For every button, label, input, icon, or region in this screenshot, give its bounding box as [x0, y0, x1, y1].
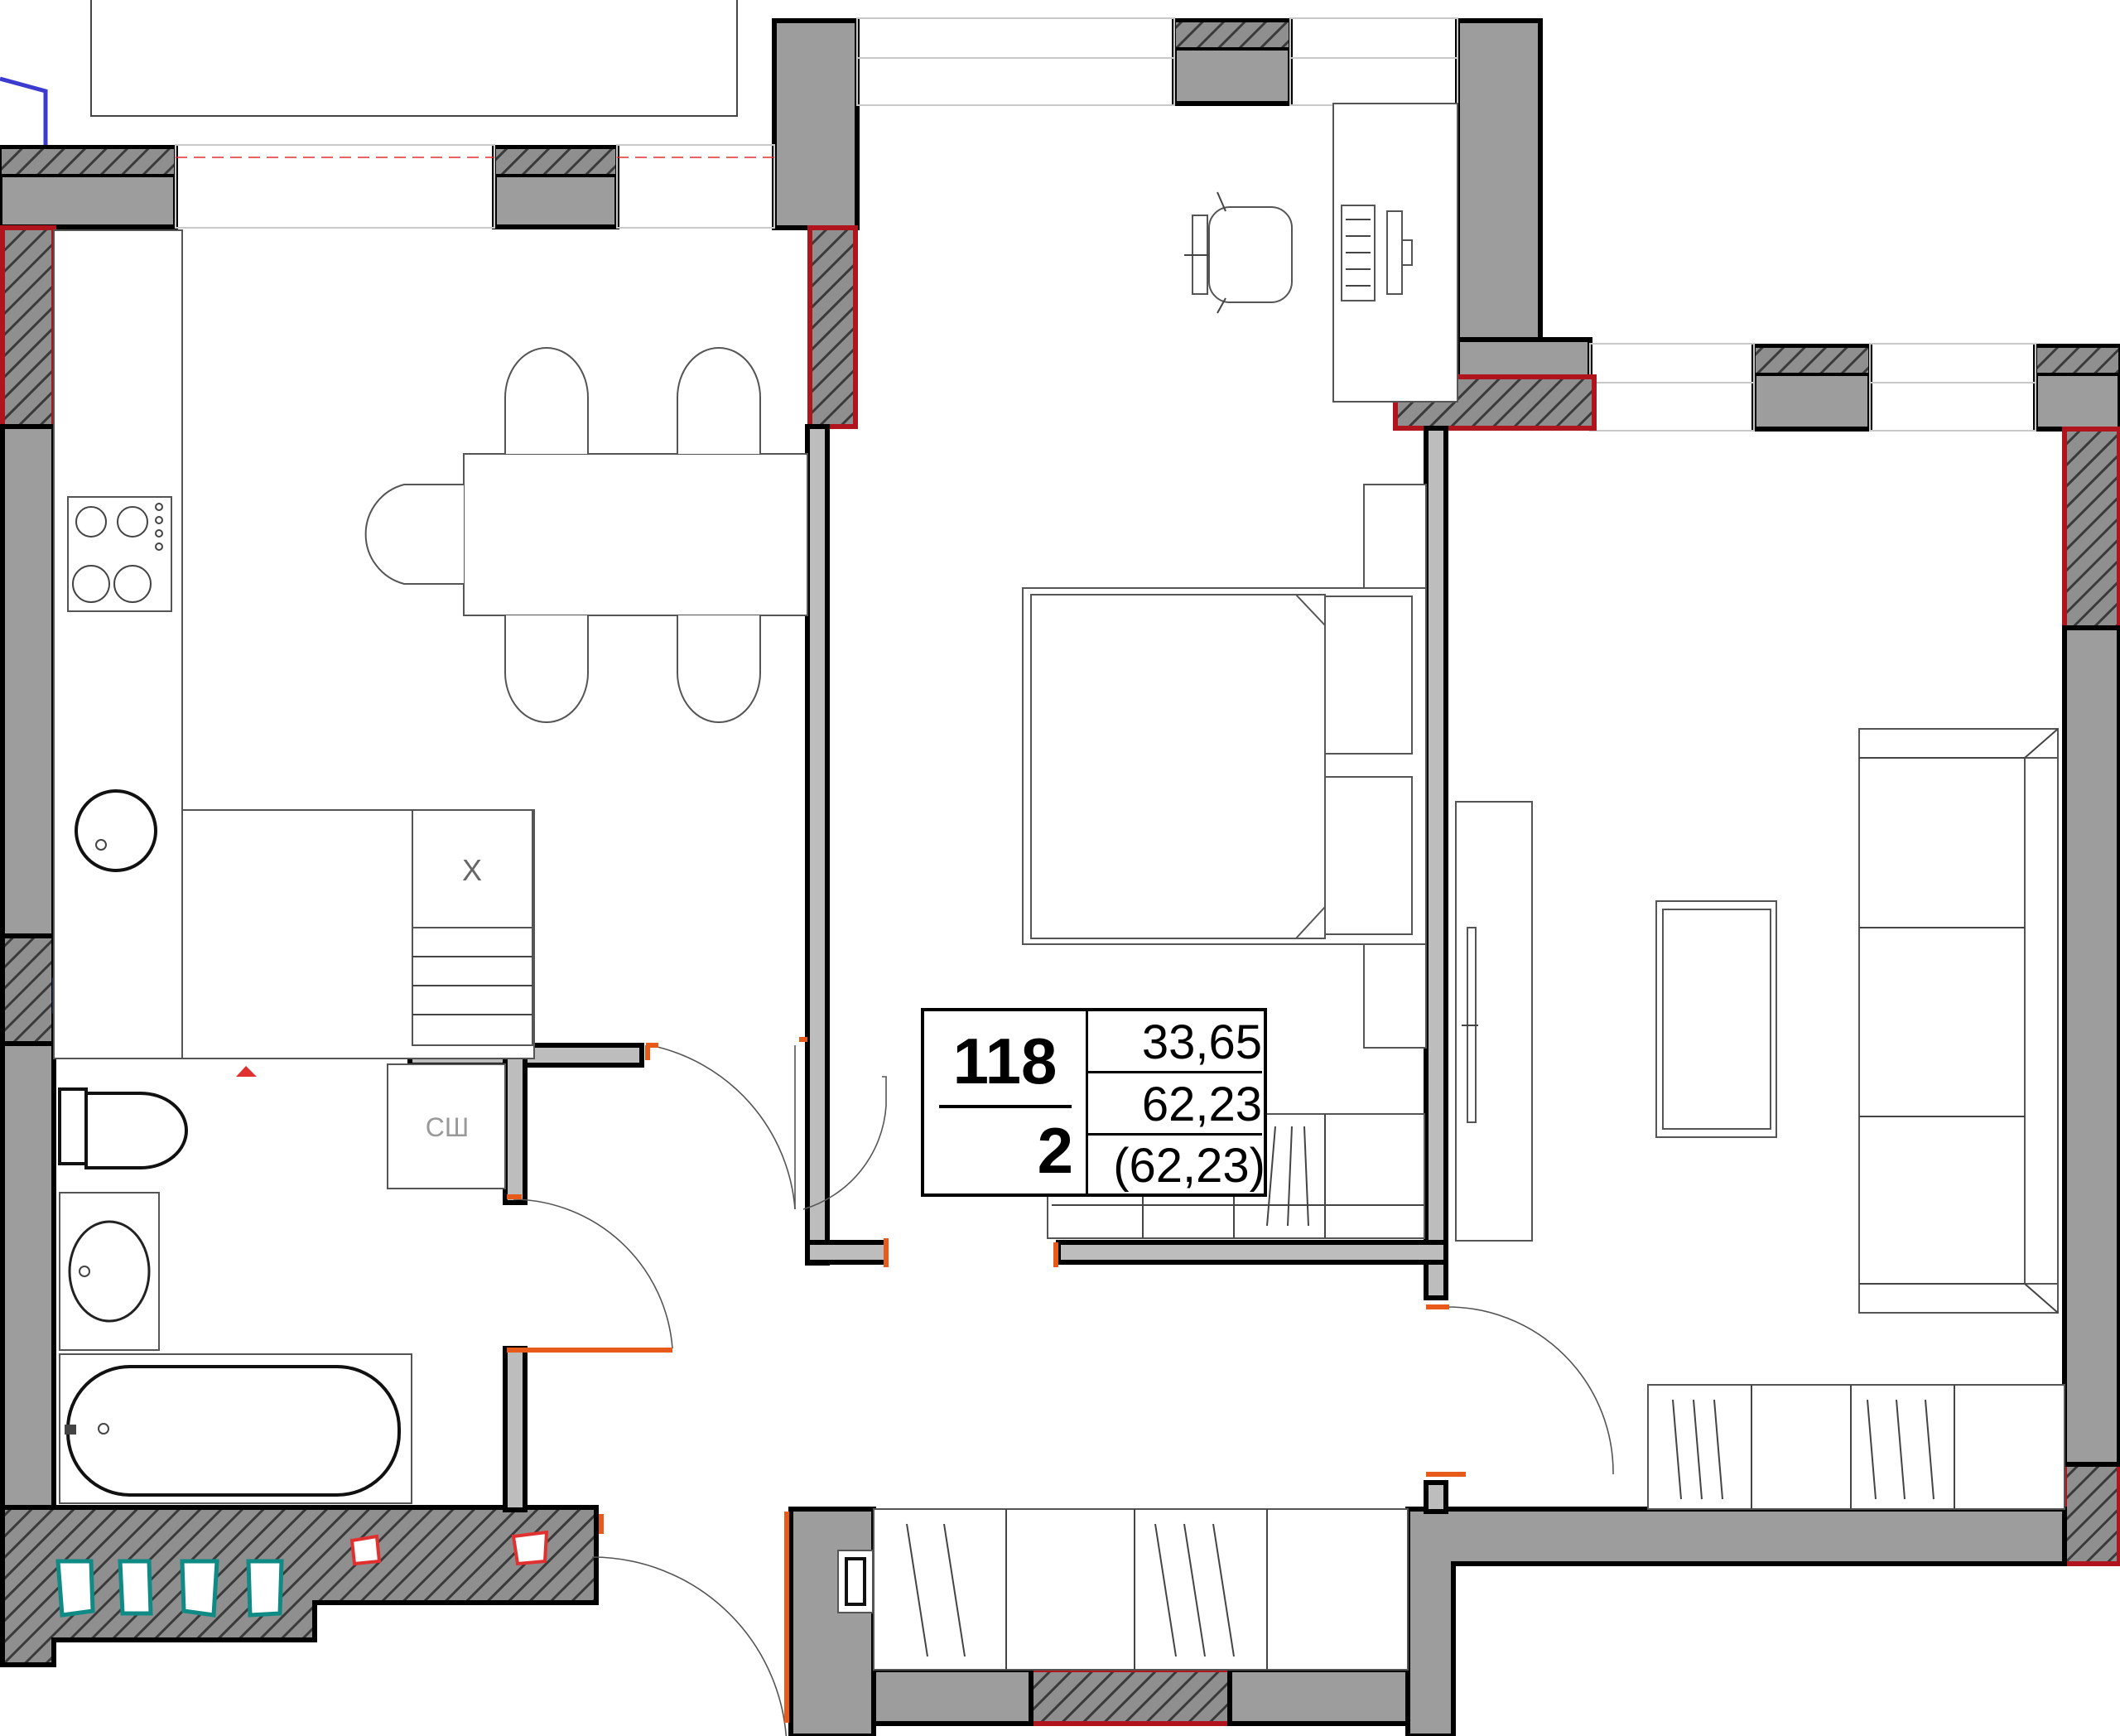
kitchen-sink: [75, 789, 157, 872]
neighbor-balcony-outline: [0, 0, 738, 145]
total-area-value: 62,23: [1088, 1073, 1262, 1136]
dining-table: [364, 347, 808, 723]
entrance-meter-box: [837, 1550, 874, 1613]
fridge: Х: [412, 809, 533, 1046]
office-chair: [1184, 191, 1293, 314]
top-wall-kitchen: [0, 18, 860, 230]
washbasin: [59, 1192, 160, 1351]
top-wall-bedroom: [1172, 18, 1592, 383]
bedroom-window: [856, 17, 1458, 106]
hallway-wardrobe: [873, 1508, 1409, 1671]
bottom-walls: [0, 1505, 2067, 1736]
number-cell: 118 2: [924, 1011, 1088, 1194]
living-area-value: 33,65: [1088, 1011, 1262, 1073]
toilet: [58, 1087, 188, 1169]
appliance-label: Х: [462, 853, 482, 887]
total-area-parenthetical: (62,23): [1113, 1139, 1265, 1193]
number-divider: [939, 1105, 1072, 1108]
cooktop: [67, 496, 172, 612]
apartment-info-table: 118 2 33,65 62,23 (62,23): [921, 1008, 1267, 1197]
kitchen-window: [175, 144, 775, 229]
sofa: [1858, 728, 2059, 1314]
tv-unit: [1455, 801, 1533, 1242]
left-exterior-wall: [0, 424, 56, 1510]
top-wall-living: [1751, 344, 2120, 432]
bathtub: [59, 1353, 412, 1504]
double-bed: [1022, 484, 1427, 1049]
right-exterior-wall: [2062, 625, 2120, 1467]
living-storage: [1647, 1384, 2065, 1510]
coffee-table: [1655, 900, 1777, 1138]
room-count: 2: [1037, 1114, 1073, 1187]
wardrobe-cabinet: СШ: [387, 1063, 506, 1189]
wardrobe-label: СШ: [426, 1112, 469, 1142]
desk: [1332, 103, 1458, 403]
interior-partitions: [407, 424, 1448, 1514]
apartment-number: 118: [952, 1025, 1058, 1097]
doors: [507, 1037, 1614, 1736]
